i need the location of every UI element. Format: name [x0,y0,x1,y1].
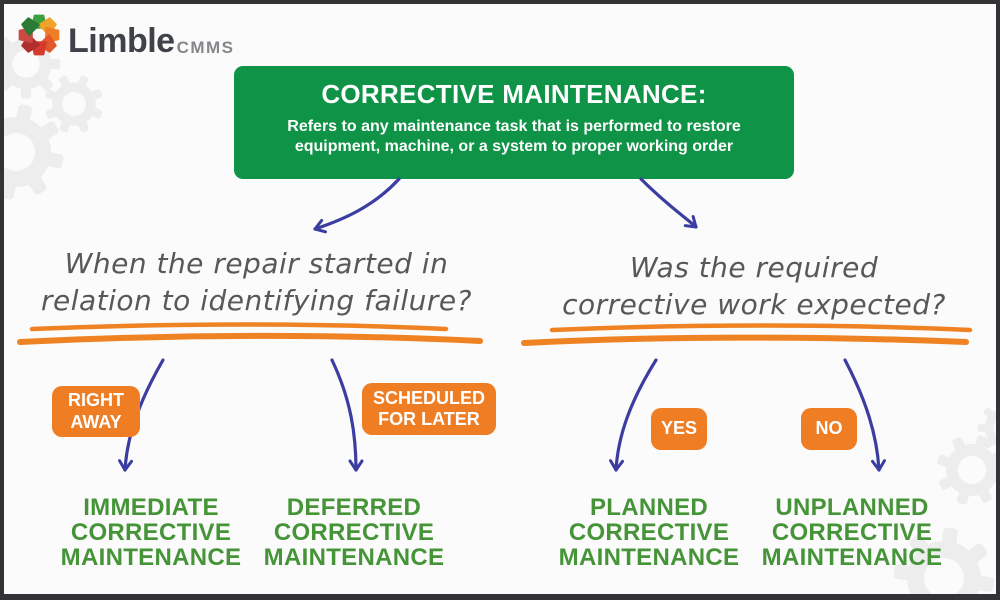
badge-scheduled-for-later: SCHEDULED FOR LATER [362,383,496,435]
right-branch-question: Was the required corrective work expecte… [562,251,946,322]
limble-logo: Limble CMMS [16,12,235,58]
logo-suffix-text: CMMS [176,38,235,57]
corrective-maintenance-definition-box: CORRECTIVE MAINTENANCE: Refers to any ma… [234,66,794,179]
outcome-immediate-corrective-maintenance: IMMEDIATE CORRECTIVE MAINTENANCE [60,494,242,572]
badge-no: NO [801,408,857,450]
limble-gear-icon [18,14,60,56]
definition-subtitle: Refers to any maintenance task that is p… [287,118,741,155]
left-branch-question: When the repair started in relation to i… [40,247,473,318]
badge-right-away: RIGHT AWAY [52,386,140,437]
badge-yes: YES [651,408,707,450]
outcome-planned-corrective-maintenance: PLANNED CORRECTIVE MAINTENANCE [558,494,740,572]
logo-brand-text: Limble [68,22,175,60]
outcome-deferred-corrective-maintenance: DEFERRED CORRECTIVE MAINTENANCE [263,494,445,572]
definition-title: CORRECTIVE MAINTENANCE: [321,79,707,109]
outcome-unplanned-corrective-maintenance: UNPLANNED CORRECTIVE MAINTENANCE [761,494,943,572]
